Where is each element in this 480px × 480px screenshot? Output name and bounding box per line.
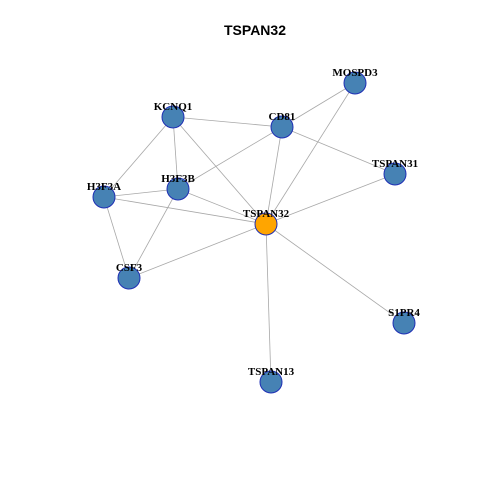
edge-mospd3-tspan32 xyxy=(265,82,356,225)
node-label-h3f3a: H3F3A xyxy=(87,181,121,193)
edge-h3f3b-csf3 xyxy=(128,188,179,279)
edge-h3f3a-csf3 xyxy=(103,196,130,279)
node-label-s1pr4: S1PR4 xyxy=(388,307,420,319)
node-label-tspan31: TSPAN31 xyxy=(372,158,418,170)
node-tspan13 xyxy=(259,370,283,394)
node-label-cd81: CD81 xyxy=(269,111,296,123)
node-h3f3b xyxy=(166,177,190,201)
edge-h3f3a-h3f3b xyxy=(103,188,179,198)
node-tspan32 xyxy=(254,212,278,236)
edge-cd81-tspan32 xyxy=(265,126,283,225)
node-label-kcnq1: KCNQ1 xyxy=(154,101,193,113)
node-label-h3f3b: H3F3B xyxy=(161,173,195,185)
edge-tspan31-tspan32 xyxy=(265,173,396,225)
node-label-csf3: CSF3 xyxy=(116,262,143,274)
node-csf3 xyxy=(117,266,141,290)
node-label-tspan13: TSPAN13 xyxy=(248,366,295,378)
node-layer xyxy=(92,71,416,394)
node-label-mospd3: MOSPD3 xyxy=(332,67,378,79)
edge-kcnq1-cd81 xyxy=(172,116,283,128)
edge-tspan32-tspan13 xyxy=(265,223,272,383)
node-cd81 xyxy=(270,115,294,139)
edge-kcnq1-tspan32 xyxy=(172,116,267,225)
edge-kcnq1-h3f3a xyxy=(103,116,174,198)
edge-cd81-h3f3b xyxy=(177,126,283,190)
edge-h3f3a-tspan32 xyxy=(103,196,267,225)
edge-h3f3b-tspan32 xyxy=(177,188,267,225)
diagram-title: TSPAN32 xyxy=(224,22,286,38)
node-tspan31 xyxy=(383,162,407,186)
edge-layer xyxy=(103,82,405,383)
node-mospd3 xyxy=(343,71,367,95)
edge-tspan32-s1pr4 xyxy=(265,223,405,324)
edge-mospd3-cd81 xyxy=(281,82,356,128)
edge-cd81-tspan31 xyxy=(281,126,396,175)
node-h3f3a xyxy=(92,185,116,209)
edge-kcnq1-h3f3b xyxy=(172,116,179,190)
node-kcnq1 xyxy=(161,105,185,129)
node-label-tspan32: TSPAN32 xyxy=(243,208,290,220)
node-s1pr4 xyxy=(392,311,416,335)
edge-csf3-tspan32 xyxy=(128,223,267,279)
